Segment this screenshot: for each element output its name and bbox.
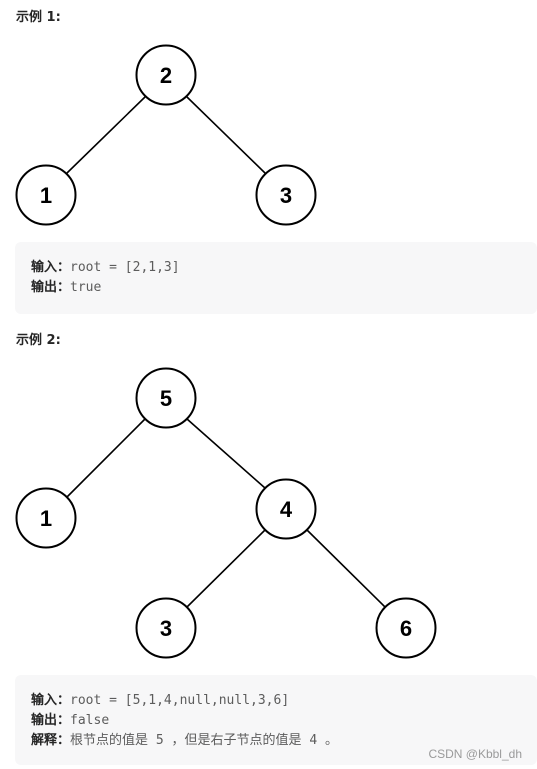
tree-node-4: 4	[255, 478, 317, 540]
tree-node-5: 5	[135, 367, 197, 429]
example-2-input-line: 输入：root = [5,1,4,null,null,3,6]	[31, 691, 537, 711]
input-label: 输入：	[31, 693, 71, 708]
input-value: root = [5,1,4,null,null,3,6]	[70, 693, 290, 708]
tree-node-1: 1	[15, 487, 77, 549]
tree-node-label: 2	[160, 63, 172, 88]
tree-node-label: 1	[40, 506, 52, 531]
tree-node-3: 3	[255, 164, 317, 226]
tree-node-3: 3	[135, 597, 197, 659]
tree-node-2: 2	[135, 44, 197, 106]
tree-node-label: 3	[160, 616, 172, 641]
explanation-label: 解释：	[31, 733, 71, 748]
tree-node-label: 4	[280, 497, 293, 522]
tree-edge	[186, 529, 266, 608]
tree-edge	[66, 96, 146, 174]
example-2-output-line: 输出：false	[31, 711, 537, 731]
tree-node-label: 5	[160, 386, 172, 411]
example-1-tree-diagram: 2 1 3	[15, 44, 317, 226]
watermark: CSDN @Kbbl_dh	[428, 747, 522, 761]
example-1-output-line: 输出：true	[31, 278, 537, 298]
tree-node-label: 6	[400, 616, 412, 641]
output-label: 输出：	[31, 713, 71, 728]
output-value: true	[70, 280, 102, 295]
tree-node-6: 6	[375, 597, 437, 659]
tree-node-label: 3	[280, 183, 292, 208]
output-value: false	[70, 713, 110, 728]
tree-edge	[186, 96, 266, 174]
output-label: 输出：	[31, 280, 71, 295]
example-2-explanation-line: 解释：根节点的值是 5 ，但是右子节点的值是 4 。	[31, 731, 537, 751]
explanation-value: 根节点的值是 5 ，但是右子节点的值是 4 。	[70, 733, 338, 748]
tree-node-label: 1	[40, 183, 52, 208]
tree-node-1: 1	[15, 164, 77, 226]
example-2-io-box: 输入：root = [5,1,4,null,null,3,6] 输出：false…	[15, 675, 537, 765]
tree-edge	[306, 529, 386, 608]
tree-edge	[66, 418, 146, 498]
example-2-tree-edges	[66, 418, 386, 608]
tree-edge	[186, 418, 266, 489]
example-1-io-box: 输入：root = [2,1,3] 输出：true	[15, 242, 537, 314]
example-1-tree-edges	[66, 96, 266, 174]
input-value: root = [2,1,3]	[70, 260, 180, 275]
input-label: 输入：	[31, 260, 71, 275]
example-1-input-line: 输入：root = [2,1,3]	[31, 258, 537, 278]
example-2-title: 示例 2:	[16, 333, 61, 348]
example-2-tree-diagram: 5 1 4 3 6	[15, 367, 437, 659]
example-1-title: 示例 1:	[16, 10, 61, 25]
